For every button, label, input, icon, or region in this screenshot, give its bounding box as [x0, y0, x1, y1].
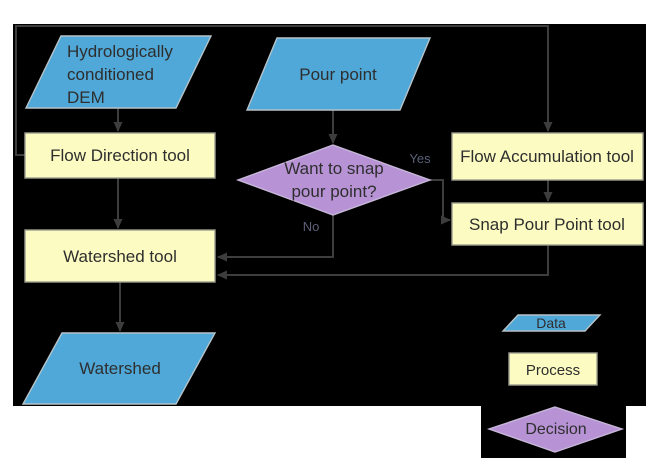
node-dem-label-line2: conditioned	[67, 65, 154, 84]
edge-snap-pour-point-to-watershed-tool	[217, 245, 549, 280]
legend-decision-label: Decision	[525, 421, 586, 438]
node-flow-direction: Flow Direction tool	[24, 132, 216, 179]
connectors	[15, 25, 553, 332]
legend-process-label: Process	[526, 362, 580, 379]
node-watershed-tool-shape	[24, 229, 216, 283]
legend-process-shape	[508, 352, 598, 386]
legend-decision-shape	[486, 406, 625, 453]
node-decision-shape	[235, 144, 433, 216]
legend-data-label: Data	[536, 315, 566, 331]
node-watershed: Watershed	[21, 332, 217, 405]
node-flow-direction-shape	[24, 132, 216, 179]
node-watershed-shape	[21, 332, 217, 405]
legend-item-process: Process	[508, 352, 598, 386]
node-flow-accumulation-shape	[451, 132, 644, 181]
node-snap-pour-point-shape	[451, 202, 644, 246]
node-decision-label-line2: pour point?	[291, 182, 376, 201]
legend-item-data: Data	[501, 314, 602, 332]
node-snap-pour-point: Snap Pour Point tool	[451, 202, 644, 246]
edge-flow-direction-to-flow-accumulation	[15, 25, 553, 156]
node-pour-point-shape	[245, 37, 432, 111]
node-decision-label-line1: Want to snap	[284, 159, 384, 178]
edge-label-yes: Yes	[409, 151, 431, 166]
edge-decision-yes-to-snap-pour-point	[430, 179, 451, 225]
node-pour-point-label: Pour point	[299, 65, 377, 84]
node-watershed-tool: Watershed tool	[24, 229, 216, 283]
legend-item-decision: Decision	[486, 406, 625, 453]
legend-data-shape	[501, 314, 602, 332]
node-dem-shape	[24, 35, 213, 109]
node-snap-pour-point-label: Snap Pour Point tool	[469, 215, 625, 234]
node-watershed-label: Watershed	[79, 359, 161, 378]
node-pour-point: Pour point	[245, 37, 432, 111]
node-decision: Want to snap pour point?	[235, 144, 433, 216]
legend: Data Process Decision	[486, 314, 625, 453]
node-flow-direction-label: Flow Direction tool	[50, 146, 190, 165]
edge-label-no: No	[303, 219, 320, 234]
node-dem-label-line3: DEM	[67, 88, 105, 107]
edge-decision-no-to-watershed-tool	[217, 215, 334, 262]
node-flow-accumulation-label: Flow Accumulation tool	[460, 147, 634, 166]
node-dem: Hydrologically conditioned DEM	[24, 35, 213, 109]
node-dem-label-line1: Hydrologically	[67, 42, 173, 61]
node-watershed-tool-label: Watershed tool	[63, 247, 177, 266]
node-flow-accumulation: Flow Accumulation tool	[451, 132, 644, 181]
